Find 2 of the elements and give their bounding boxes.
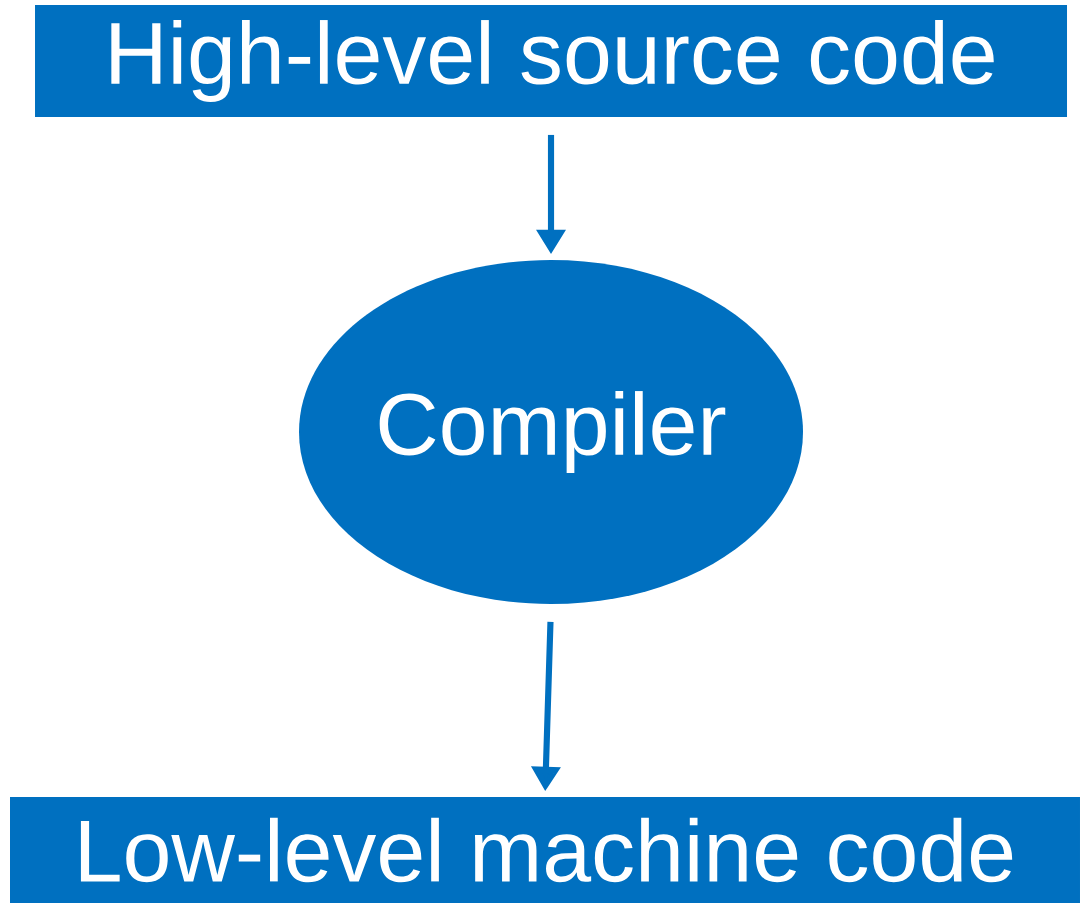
process-box: High-level source code <box>35 5 1067 117</box>
process-box: Low-level machine code <box>10 797 1080 903</box>
